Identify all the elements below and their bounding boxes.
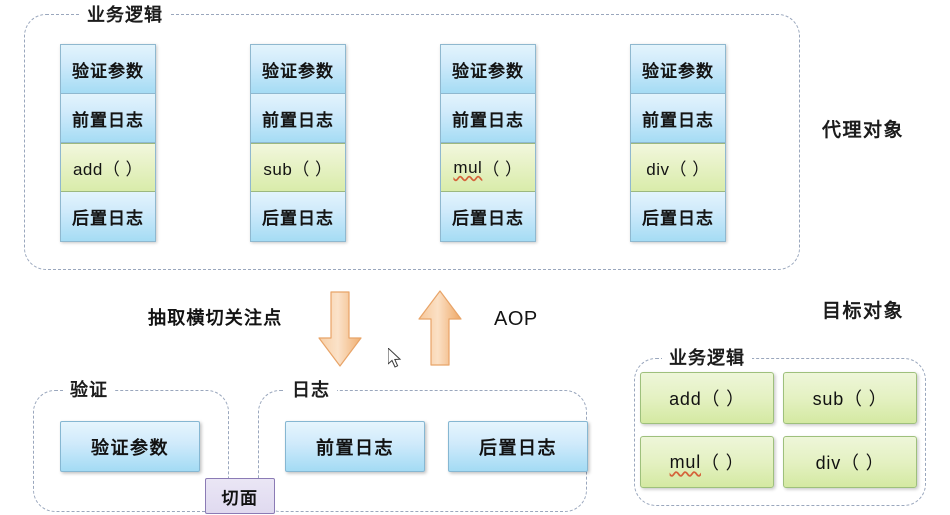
before-log-box: 前置日志 (285, 421, 425, 472)
validation-param-box: 验证参数 (60, 421, 200, 472)
method-parens: （ ） (482, 160, 523, 179)
target-method-mul: mul（ ） (640, 436, 774, 488)
stack-cell: 前置日志 (441, 94, 535, 143)
target-group-label: 业务逻辑 (662, 349, 752, 367)
stack-cell: 前置日志 (251, 94, 345, 143)
down-arrow-icon (318, 291, 362, 367)
stack-cell-method: div（ ） (631, 143, 725, 192)
after-log-box: 后置日志 (448, 421, 588, 472)
stack-cell-method: sub（ ） (251, 143, 345, 192)
spell-error-text: mul (453, 157, 483, 177)
validation-group (33, 390, 229, 512)
stack-cell: 验证参数 (631, 45, 725, 94)
stack-cell: 验证参数 (61, 45, 155, 94)
proxy-object-label: 代理对象 (822, 120, 905, 141)
spell-error-text: mul (669, 451, 701, 472)
stack-cell-method: mul（ ） (441, 143, 535, 192)
target-method-div: div（ ） (783, 436, 917, 488)
mouse-cursor-icon (388, 348, 402, 368)
proxy-stack-div: 验证参数 前置日志 div（ ） 后置日志 (630, 44, 726, 242)
stack-cell: 验证参数 (251, 45, 345, 94)
aspect-badge: 切面 (205, 478, 275, 514)
proxy-group-label: 业务逻辑 (80, 6, 170, 24)
extract-concerns-caption: 抽取横切关注点 (148, 308, 283, 328)
stack-cell: 前置日志 (61, 94, 155, 143)
stack-cell: 验证参数 (441, 45, 535, 94)
stack-cell: 后置日志 (251, 192, 345, 241)
method-parens: （ ） (701, 453, 745, 473)
stack-cell: 后置日志 (631, 192, 725, 241)
target-method-add: add（ ） (640, 372, 774, 424)
up-arrow-icon (418, 290, 462, 366)
stack-cell-method: add（ ） (61, 143, 155, 192)
stack-cell: 后置日志 (441, 192, 535, 241)
proxy-business-logic-group (24, 14, 800, 270)
logging-group-label: 日志 (285, 381, 337, 399)
target-object-label: 目标对象 (822, 301, 905, 322)
target-method-sub: sub（ ） (783, 372, 917, 424)
proxy-stack-mul: 验证参数 前置日志 mul（ ） 后置日志 (440, 44, 536, 242)
validation-group-label: 验证 (63, 381, 115, 399)
stack-cell: 后置日志 (61, 192, 155, 241)
proxy-stack-add: 验证参数 前置日志 add（ ） 后置日志 (60, 44, 156, 242)
stack-cell: 前置日志 (631, 94, 725, 143)
proxy-stack-sub: 验证参数 前置日志 sub（ ） 后置日志 (250, 44, 346, 242)
target-business-logic-group (634, 358, 926, 506)
aop-caption: AOP (494, 308, 538, 330)
